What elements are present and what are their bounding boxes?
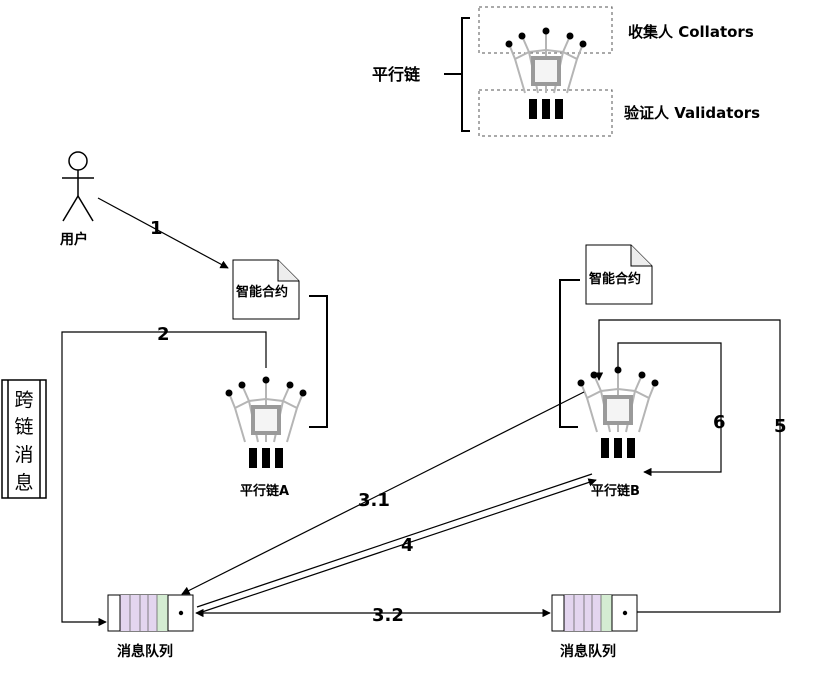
parachain-a-node-icon [223,374,309,470]
arrow-6 [617,342,722,477]
step-6-label: 6 [713,412,726,433]
user-icon [62,151,94,222]
parachain-b-node-icon [575,364,661,460]
message-queue-a [107,594,194,632]
side-title: 跨 链 消 息 [1,379,47,499]
queue-a-label: 消息队列 [117,643,173,660]
step-3-1-label: 3.1 [358,490,390,511]
contract-b-label: 智能合约 [589,271,641,287]
arrow-4-line-a [196,473,593,608]
message-queue-b [551,594,638,632]
legend: 平行链 收集人 Collators 验证人 Validators [372,6,760,137]
legend-collators-label: 收集人 Collators [628,23,754,41]
step-2-label: 2 [157,324,170,345]
step-5-label: 5 [774,416,787,437]
legend-parachain-label: 平行链 [372,65,421,84]
arrow-2 [61,331,267,627]
side-title-char-4: 息 [14,472,33,494]
contract-b-bracket [559,279,580,428]
arrow-3-1 [181,391,585,595]
parachain-a-label: 平行链A [240,483,289,499]
user-label: 用户 [60,231,88,248]
parachain-b-label: 平行链B [591,483,640,499]
side-title-char-2: 链 [14,416,33,438]
step-1-label: 1 [150,218,163,239]
arrow-1 [97,197,229,269]
legend-validators-label: 验证人 Validators [624,104,760,122]
collator-box [478,6,613,54]
contract-a-bracket [309,295,328,428]
step-4-label: 4 [401,535,414,556]
side-title-char-1: 跨 [14,389,33,411]
queue-b-label: 消息队列 [560,643,616,660]
step-3-2-label: 3.2 [372,605,404,626]
contract-a-label: 智能合约 [236,284,288,300]
side-title-char-3: 消 [14,444,33,466]
arrow-4-line-b [198,478,597,614]
legend-parachain-node-icon [503,25,589,121]
arrow-5 [594,319,781,613]
legend-bracket [461,17,470,132]
